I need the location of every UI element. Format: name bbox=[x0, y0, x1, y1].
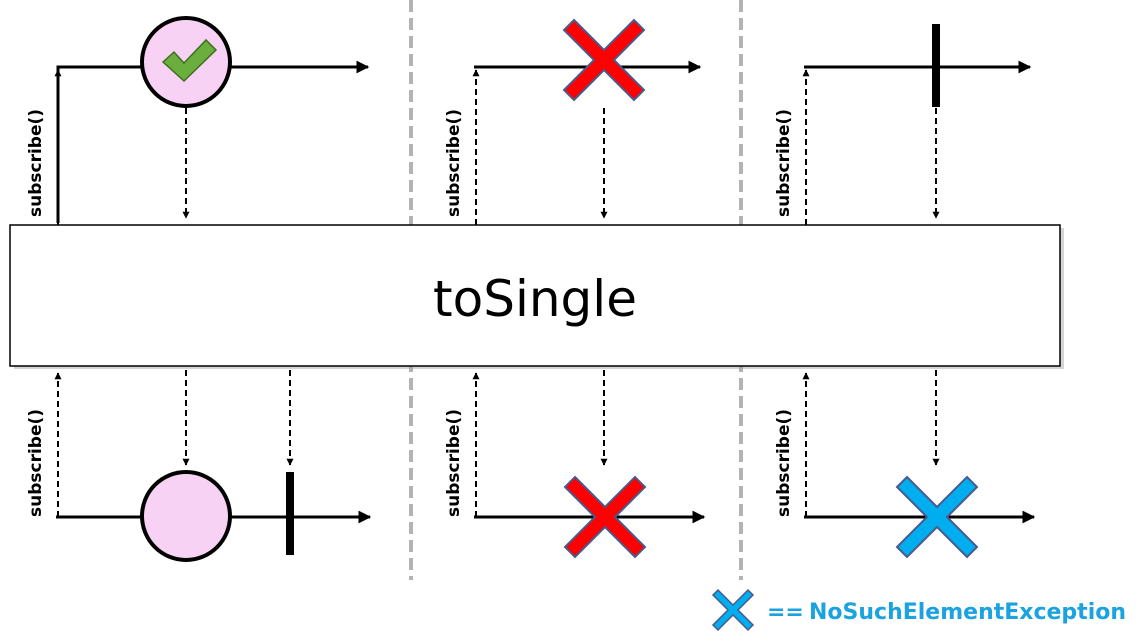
operator-label: toSingle bbox=[433, 270, 637, 328]
completion-marker-3 bbox=[932, 24, 940, 107]
scenario-empty: subscribe() subscribe() bbox=[774, 24, 1036, 559]
subscribe-label-down-2: subscribe() bbox=[444, 409, 464, 517]
subscribe-label-up-3: subscribe() bbox=[774, 109, 794, 217]
checkmark-icon bbox=[161, 38, 218, 83]
error-cross-icon bbox=[563, 475, 647, 559]
error-cross-icon bbox=[562, 18, 646, 102]
legend: == NoSuchElementException bbox=[711, 588, 1126, 632]
subscribe-label-down-1: subscribe() bbox=[26, 409, 46, 517]
scenario-success: subscribe() subscribe() bbox=[26, 16, 372, 562]
legend-equals: == bbox=[767, 600, 804, 625]
completion-marker-1 bbox=[286, 472, 294, 555]
operator-box: toSingle bbox=[9, 224, 1064, 369]
exception-cross-icon bbox=[895, 475, 979, 559]
cross-icon bbox=[711, 588, 755, 632]
subscribe-label-up-2: subscribe() bbox=[444, 109, 464, 217]
legend-label: NoSuchElementException bbox=[809, 600, 1126, 625]
subscribe-label-up-1: subscribe() bbox=[26, 109, 46, 217]
item-circle-downstream bbox=[140, 470, 232, 562]
scenario-error: subscribe() subscribe() bbox=[444, 18, 706, 559]
subscribe-label-down-3: subscribe() bbox=[774, 409, 794, 517]
